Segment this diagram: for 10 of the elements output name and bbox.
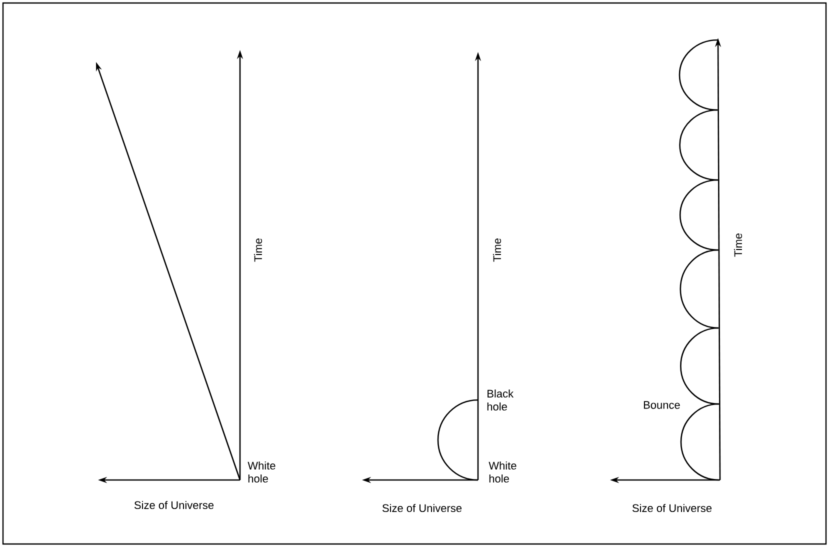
event-label: White hole xyxy=(248,461,276,483)
event-label: Black hole xyxy=(487,389,514,411)
axis-label: Size of Universe xyxy=(632,504,712,512)
axis-label: Time xyxy=(734,233,742,257)
axis-label: Size of Universe xyxy=(382,504,462,512)
event-label: White hole xyxy=(488,461,516,483)
axis-label: Time xyxy=(254,238,262,262)
axis-label: Time xyxy=(492,238,502,262)
axis-label: Size of Universe xyxy=(134,500,214,510)
event-label: Bounce xyxy=(644,401,680,409)
